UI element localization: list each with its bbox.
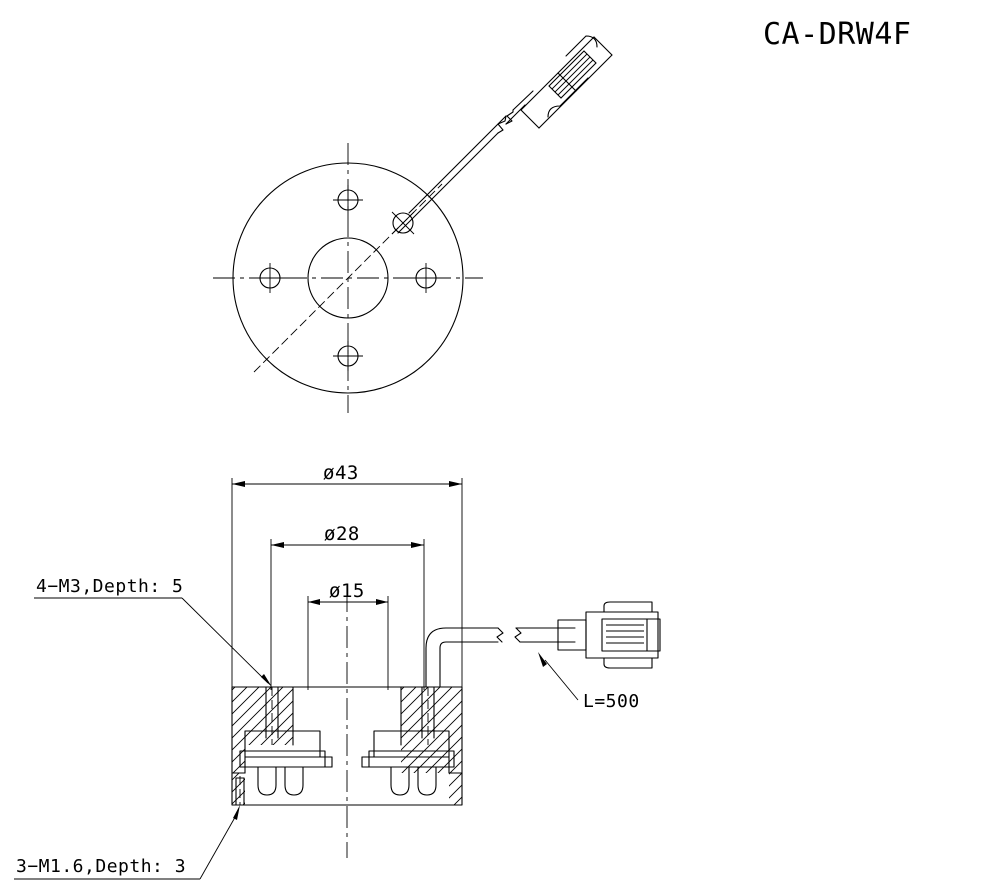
- top-view: [213, 35, 613, 413]
- front-section-view: ø43 ø28 ø15: [231, 462, 661, 858]
- top-connector-boot: [520, 72, 577, 129]
- top-cable-assembly: [397, 35, 613, 234]
- front-cable: [425, 627, 576, 688]
- conn-latch-lower: [547, 77, 589, 118]
- conn-side-b: [575, 54, 613, 92]
- dim28-arrow-right: [411, 542, 424, 548]
- body-rect: [231, 686, 463, 806]
- dim15-arrow-left: [308, 599, 320, 605]
- contact-pin-2: [554, 56, 591, 93]
- front-cable-break-a: [496, 627, 504, 643]
- small-thread-arrow: [233, 805, 240, 820]
- front-connector: [557, 601, 661, 669]
- right-internal-component: [361, 730, 463, 796]
- right-pin-2: [417, 766, 437, 796]
- mounting-thread-leader: [181, 597, 269, 684]
- dim28-text: ø28: [324, 523, 360, 545]
- bottom-small-threaded-hole: [235, 776, 245, 806]
- cable-edge-outer: [425, 627, 499, 688]
- conn-contact-block: [601, 618, 661, 652]
- annotation-small-thread: 3−M1.6,Depth: 3: [14, 805, 240, 880]
- top-connector-body: [547, 35, 613, 118]
- left-internal-component: [231, 730, 333, 796]
- annotation-mounting-thread: 4−M3,Depth: 5: [34, 576, 272, 687]
- cable-exit-circle: [392, 212, 414, 234]
- left-comp-upper-block: [244, 730, 321, 758]
- annotation-cable-length: L=500: [538, 652, 640, 712]
- internal-cavity: [292, 686, 402, 746]
- conn-body-rect: [585, 611, 659, 659]
- dim28-arrow-left: [271, 542, 284, 548]
- dimension-outer-diameter: ø43: [231, 462, 463, 690]
- boot-side-b: [538, 90, 577, 129]
- top-cable-edge-upper-2: [512, 90, 534, 111]
- conn-latch-upper: [565, 35, 598, 57]
- contact-block-b: [560, 62, 597, 99]
- conn-side-a: [557, 36, 595, 74]
- top-cable-edge-lower-2: [505, 104, 526, 125]
- left-pin-1: [257, 766, 277, 796]
- right-comp-upper-block: [373, 730, 450, 758]
- conn-boot-rect: [557, 619, 587, 651]
- mounting-thread-arrow: [261, 674, 272, 687]
- conn-latch-top: [603, 601, 653, 613]
- contact-block-a: [548, 50, 585, 87]
- hatch-left-lower: [232, 773, 245, 805]
- body-outline: [231, 686, 463, 806]
- mounting-thread-text: 4−M3,Depth: 5: [36, 576, 183, 597]
- contact-pin-1: [551, 53, 588, 90]
- contact-pin-3: [557, 59, 594, 96]
- dimension-bolt-circle: ø28: [270, 523, 425, 690]
- right-pin-1: [390, 766, 410, 796]
- top-connector-contacts: [548, 50, 597, 99]
- top-cable-edge-upper: [408, 115, 507, 214]
- dim15-arrow-right: [376, 599, 388, 605]
- left-pin-2: [284, 766, 304, 796]
- small-thread-leader: [199, 811, 239, 880]
- hatch-left-block: [232, 687, 293, 773]
- left-comp-flange: [239, 750, 326, 768]
- boot-end-far: [557, 72, 577, 92]
- front-cable-break-b: [514, 627, 522, 643]
- cable-length-arrow: [538, 652, 547, 667]
- dim43-arrow-right: [449, 481, 462, 487]
- drawing-title: CA-DRW4F: [763, 17, 912, 52]
- dim43-text: ø43: [323, 462, 359, 484]
- left-threaded-hole: [265, 686, 279, 745]
- top-mounting-holes: [255, 185, 441, 371]
- cable-edge-inner: [439, 641, 499, 688]
- cable-length-leader: [544, 659, 579, 701]
- top-cable-exit-hole: [391, 211, 415, 235]
- top-cable-break-symbol: [497, 115, 507, 134]
- conn-latch-bottom: [603, 657, 653, 669]
- hatch-right-block: [401, 687, 462, 805]
- right-comp-flange: [368, 750, 455, 768]
- dim43-arrow-left: [232, 481, 245, 487]
- dimension-bore: ø15: [307, 580, 389, 690]
- cable-length-text: L=500: [583, 691, 640, 712]
- boot-side-a: [520, 72, 559, 111]
- conn-end: [593, 36, 613, 56]
- boot-end-near: [520, 109, 540, 129]
- top-cable-break-symbol-2: [505, 109, 514, 125]
- small-thread-text: 3−M1.6,Depth: 3: [16, 856, 186, 877]
- top-cable-edge-lower: [397, 132, 499, 234]
- right-threaded-hole: [421, 686, 435, 745]
- cable-exit-cross-b: [391, 211, 415, 235]
